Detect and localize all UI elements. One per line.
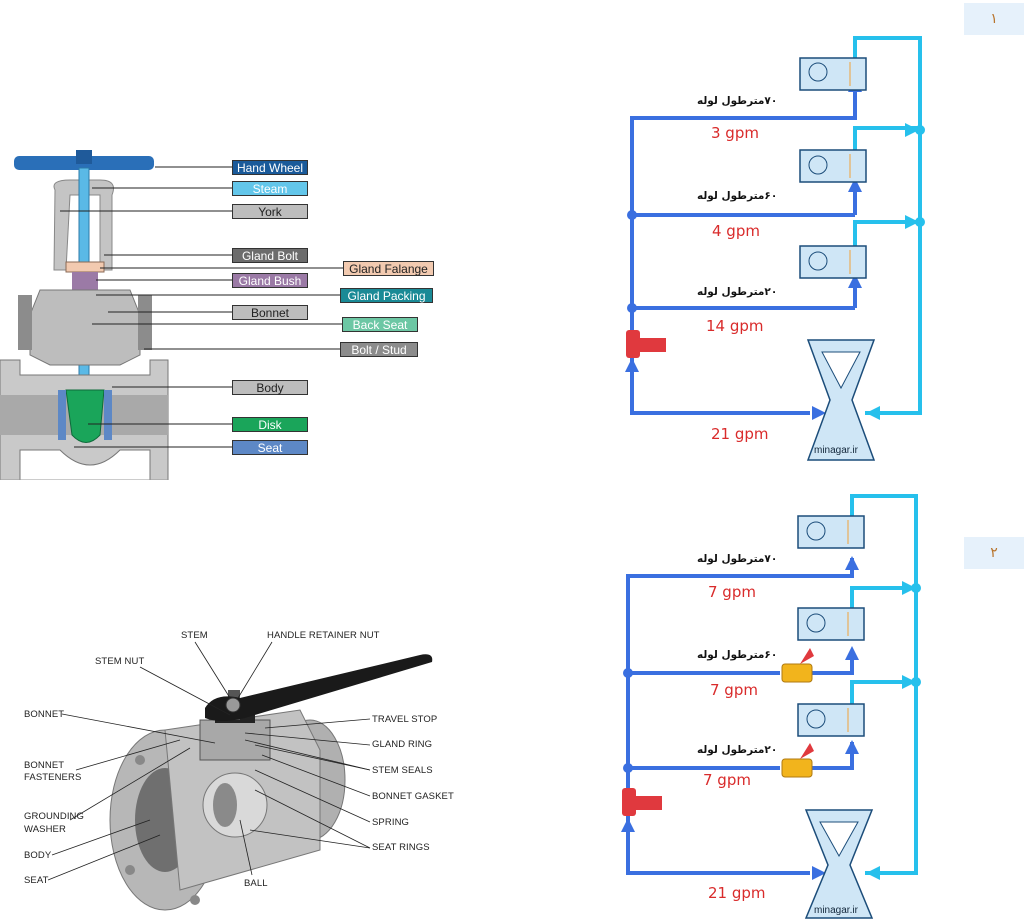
pipe-length-1-middle: ۶۰مترطول لوله (697, 190, 778, 202)
label-seat: Seat (232, 440, 308, 455)
pipe-length-1-top: ۷۰مترطول لوله (697, 95, 778, 107)
flow-2-middle: 7 gpm (710, 681, 758, 699)
chiller-1 (806, 339, 876, 461)
yoke-shape (53, 179, 114, 271)
system-2-diagram (621, 494, 921, 919)
balancing-valve-bottom (781, 743, 814, 778)
pump-1 (626, 330, 666, 358)
label-stem: STEM (181, 630, 208, 641)
flow-1-top: 3 gpm (711, 124, 759, 142)
system-1-number: ۱ (964, 3, 1024, 35)
pipe-length-2-middle: ۶۰مترطول لوله (697, 649, 778, 661)
pump-2 (622, 788, 662, 816)
disk-shape (65, 389, 105, 443)
gate-valve-leaders (60, 166, 343, 448)
flow-1-middle: 4 gpm (712, 222, 760, 240)
pipe-length-1-bottom: ۲۰مترطول لوله (697, 286, 778, 298)
label-gland-ring: GLAND RING (372, 739, 433, 750)
label-handle-retainer-nut: HANDLE RETAINER NUT (267, 630, 380, 641)
label-steam: Steam (232, 181, 308, 196)
label-travel-stop: TRAVEL STOP (372, 714, 438, 725)
label-bonnet-gasket: BONNET GASKET (372, 791, 454, 802)
fan-coil-unit-middle (799, 149, 867, 183)
label-grounding-washer-2: WASHER (24, 824, 66, 835)
system-1-diagram (625, 36, 925, 461)
fan-coil-unit-top (799, 57, 867, 91)
fan-coil-unit-2-middle (797, 607, 865, 641)
flow-1-total: 21 gpm (711, 425, 769, 443)
label-bonnet-ball: BONNET (24, 709, 65, 720)
pipe-length-2-bottom: ۲۰مترطول لوله (697, 744, 778, 756)
system-2-number: ۲ (964, 537, 1024, 569)
label-bonnet-fasteners-1: BONNET (24, 760, 65, 771)
label-gland-packing: Gland Packing (340, 288, 433, 303)
ball-valve-leaders (47, 641, 371, 881)
label-body: Body (232, 380, 308, 395)
flow-2-bottom: 7 gpm (703, 771, 751, 789)
label-york: York (232, 204, 308, 219)
label-bonnet: Bonnet (232, 305, 308, 320)
label-back-seat: Back Seat (342, 317, 418, 332)
fan-coil-unit-2-top (797, 515, 865, 549)
ball-valve-illustration (109, 654, 433, 911)
flow-2-top: 7 gpm (708, 583, 756, 601)
pipe-length-2-top: ۷۰مترطول لوله (697, 553, 778, 565)
brand-2: minagar.ir (814, 905, 858, 916)
label-seat-rings: SEAT RINGS (372, 842, 430, 853)
label-ball: BALL (244, 878, 268, 889)
label-bolt-stud: Bolt / Stud (340, 342, 418, 357)
label-stem-nut: STEM NUT (95, 656, 145, 667)
label-disk: Disk (232, 417, 308, 432)
label-gland-bush: Gland Bush (232, 273, 308, 288)
gate-valve-illustration (0, 150, 169, 480)
label-seat-ball: SEAT (24, 875, 49, 886)
label-stem-seals: STEM SEALS (372, 765, 433, 776)
fan-coil-unit-bottom (799, 245, 867, 279)
brand-1: minagar.ir (814, 445, 858, 456)
label-gland-bolt: Gland Bolt (232, 248, 308, 263)
label-grounding-washer-1: GROUNDING (24, 811, 85, 822)
label-body-ball: BODY (24, 850, 52, 861)
flow-1-bottom: 14 gpm (706, 317, 764, 335)
label-gland-falange: Gland Falange (343, 261, 434, 276)
balancing-valve-middle (781, 648, 814, 683)
handle-shape (205, 654, 433, 721)
label-spring: SPRING (372, 817, 410, 828)
fan-coil-unit-2-bottom (797, 703, 865, 737)
label-bonnet-fasteners-2: FASTENERS (24, 772, 82, 783)
label-hand-wheel: Hand Wheel (232, 160, 308, 175)
chiller-2 (804, 809, 874, 919)
flow-2-total: 21 gpm (708, 884, 766, 902)
